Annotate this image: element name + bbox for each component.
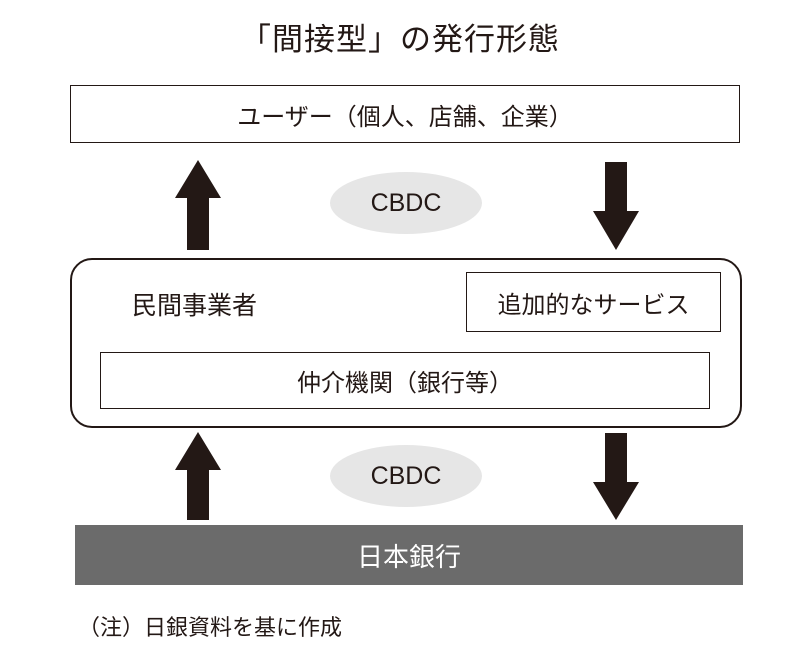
arrow-down-lower-icon: [593, 433, 639, 520]
intermediary-box: 仲介機関（銀行等）: [100, 352, 710, 409]
arrow-up-upper-icon: [175, 160, 221, 250]
bank-of-japan-label: 日本銀行: [356, 542, 461, 573]
diagram-title: 「間接型」の発行形態: [240, 22, 560, 58]
additional-services-box: 追加的なサービス: [466, 272, 721, 332]
users-box-label: ユーザー（個人、店舗、企業）: [237, 102, 573, 131]
private-sector-label: 民間事業者: [132, 291, 258, 320]
users-box: ユーザー（個人、店舗、企業）: [70, 85, 740, 143]
bank-of-japan-box: 日本銀行: [75, 525, 743, 585]
arrow-up-lower-icon: [175, 432, 221, 520]
arrow-down-upper-icon: [593, 162, 639, 250]
additional-services-label: 追加的なサービス: [497, 290, 690, 319]
cbdc-upper-label: CBDC: [370, 188, 442, 217]
cbdc-lower-label: CBDC: [370, 461, 442, 490]
cbdc-upper-ellipse: CBDC: [330, 172, 482, 234]
source-note: （注）日銀資料を基に作成: [78, 616, 343, 641]
intermediary-label: 仲介機関（銀行等）: [297, 369, 513, 397]
cbdc-lower-ellipse: CBDC: [330, 445, 482, 507]
